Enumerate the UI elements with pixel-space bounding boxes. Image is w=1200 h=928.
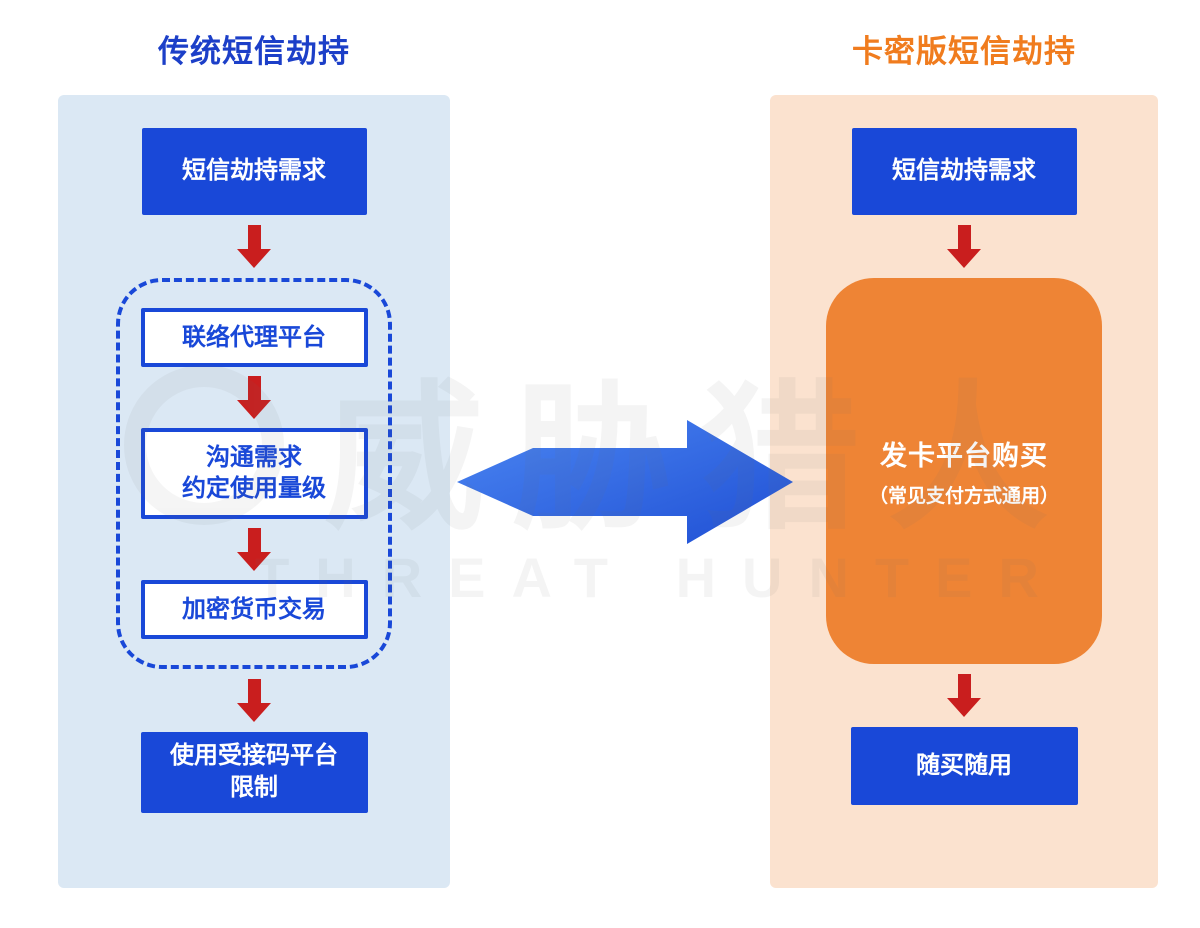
right-start-box: 短信劫持需求 bbox=[851, 128, 1077, 215]
left-step1-box: 联络代理平台 bbox=[140, 308, 368, 368]
flow-right-arrow-icon bbox=[457, 420, 793, 544]
arrow-shaft bbox=[247, 678, 261, 703]
arrow-head bbox=[237, 702, 271, 722]
right-main-box: 发卡平台购买 （常见支付方式通用） bbox=[826, 278, 1102, 664]
left-step3-box: 加密货币交易 bbox=[140, 579, 368, 639]
down-arrow-icon bbox=[947, 225, 981, 268]
arrow-shaft bbox=[247, 225, 261, 249]
arrow-shaft bbox=[247, 376, 261, 401]
arrow-head bbox=[947, 249, 981, 268]
arrow-head bbox=[947, 698, 981, 717]
down-arrow-icon bbox=[237, 527, 271, 571]
down-arrow-icon bbox=[237, 225, 271, 268]
down-arrow-icon bbox=[237, 678, 271, 722]
right-flow-title: 卡密版短信劫持 bbox=[852, 34, 1076, 69]
arrow-head bbox=[237, 551, 271, 571]
left-end-box: 使用受接码平台 限制 bbox=[140, 731, 368, 813]
right-main-sublabel: （常见支付方式通用） bbox=[868, 486, 1059, 507]
arrow-head bbox=[237, 249, 271, 268]
left-start-box: 短信劫持需求 bbox=[141, 128, 367, 215]
arrow-shaft bbox=[957, 225, 971, 249]
dashed-loop-group: 联络代理平台 沟通需求 约定使用量级 加密货币交易 bbox=[116, 278, 392, 669]
down-arrow-icon bbox=[947, 674, 981, 717]
arrow-shaft bbox=[247, 527, 261, 552]
arrow-shaft bbox=[957, 674, 971, 698]
right-main-label: 发卡平台购买 bbox=[880, 441, 1048, 471]
right-flow-panel: 短信劫持需求 发卡平台购买 （常见支付方式通用） 随买随用 bbox=[770, 95, 1158, 888]
right-end-box: 随买随用 bbox=[850, 727, 1078, 805]
arrow-head bbox=[237, 400, 271, 420]
left-flow-title: 传统短信劫持 bbox=[158, 34, 350, 69]
down-arrow-icon bbox=[237, 376, 271, 420]
left-step2-box: 沟通需求 约定使用量级 bbox=[140, 428, 368, 519]
left-flow-panel: 短信劫持需求 联络代理平台 沟通需求 约定使用量级 加密货币交易 使用受接码平台… bbox=[58, 95, 450, 888]
